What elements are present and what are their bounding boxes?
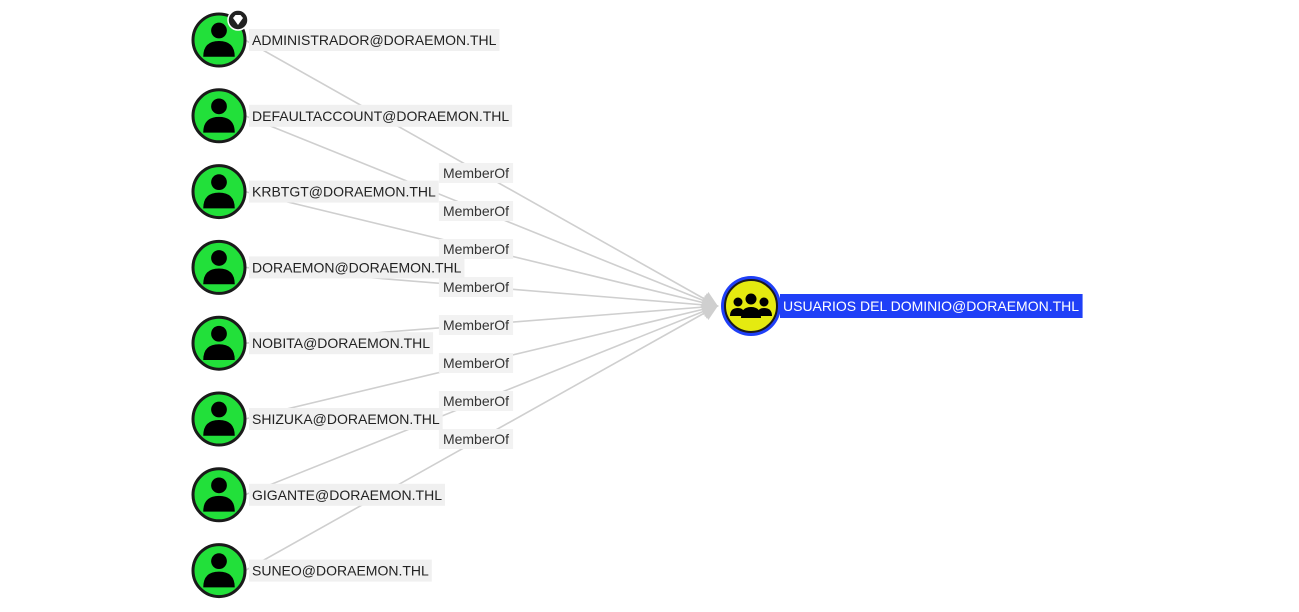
user-node[interactable]: KRBTGT@DORAEMON.THL [191,164,439,220]
user-node[interactable]: DORAEMON@DORAEMON.THL [191,239,465,295]
group-icon [730,293,772,318]
edge-label-text: MemberOf [443,317,509,333]
edge-label: MemberOf [438,163,514,183]
edge-label-text: MemberOf [443,279,509,295]
edge-label: MemberOf [438,429,514,449]
user-icon [203,22,235,57]
user-label: KRBTGT@DORAEMON.THL [252,184,436,200]
group-label-bg [780,294,1083,318]
user-label-bg [249,256,465,279]
user-label: NOBITA@DORAEMON.THL [252,335,430,351]
user-node[interactable]: SUNEO@DORAEMON.THL [191,543,432,599]
user-node[interactable]: ADMINISTRADOR@DORAEMON.THL [191,9,500,68]
user-node-circle[interactable] [191,543,247,599]
edge-labels-layer: MemberOfMemberOfMemberOfMemberOfMemberOf… [438,163,514,449]
edge-label-text: MemberOf [443,165,509,181]
edge-label: MemberOf [438,277,514,297]
user-node-circle[interactable] [191,88,247,144]
user-label-bg [249,332,434,355]
edge-label: MemberOf [438,353,514,373]
user-icon [203,98,235,133]
user-icon [203,174,235,209]
user-label: SHIZUKA@DORAEMON.THL [252,411,440,427]
user-icon [203,401,235,436]
edge-label: MemberOf [438,315,514,335]
user-label-bg [249,559,432,582]
user-icon [203,553,235,588]
user-icon [203,250,235,285]
edge-label-text: MemberOf [443,203,509,219]
user-node[interactable]: GIGANTE@DORAEMON.THL [191,467,446,523]
user-node-circle[interactable] [191,239,247,295]
user-label: SUNEO@DORAEMON.THL [252,563,429,579]
user-label-bg [249,29,500,51]
user-label: DORAEMON@DORAEMON.THL [252,259,462,275]
edge-label-text: MemberOf [443,431,509,447]
edge-label: MemberOf [438,201,514,221]
group-label: USUARIOS DEL DOMINIO@DORAEMON.THL [783,298,1079,314]
edge-label: MemberOf [438,239,514,259]
user-node[interactable]: NOBITA@DORAEMON.THL [191,315,434,371]
group-node-circle[interactable] [724,279,778,333]
user-label-bg [249,408,443,430]
user-label: GIGANTE@DORAEMON.THL [252,487,442,503]
user-label: DEFAULTACCOUNT@DORAEMON.THL [252,108,509,124]
high-value-gem-icon [227,9,249,31]
user-node-circle[interactable] [191,391,247,447]
user-icon [203,325,235,360]
user-node-circle[interactable] [191,164,247,220]
edge-label-text: MemberOf [443,241,509,257]
user-label: ADMINISTRADOR@DORAEMON.THL [252,32,497,48]
user-label-bg [249,483,446,506]
user-icon [203,477,235,512]
edge-label-text: MemberOf [443,393,509,409]
edge-label-text: MemberOf [443,355,509,371]
user-label-bg [249,180,439,203]
user-node-circle[interactable] [191,467,247,523]
group-node[interactable]: USUARIOS DEL DOMINIO@DORAEMON.THL [721,276,1083,336]
user-node-circle[interactable] [191,315,247,371]
user-label-bg [249,104,513,127]
user-node[interactable]: DEFAULTACCOUNT@DORAEMON.THL [191,88,513,144]
edge-label: MemberOf [438,391,514,411]
nodes-layer: ADMINISTRADOR@DORAEMON.THL DEFAULTACCOUNT… [191,9,1083,599]
user-node[interactable]: SHIZUKA@DORAEMON.THL [191,391,443,447]
